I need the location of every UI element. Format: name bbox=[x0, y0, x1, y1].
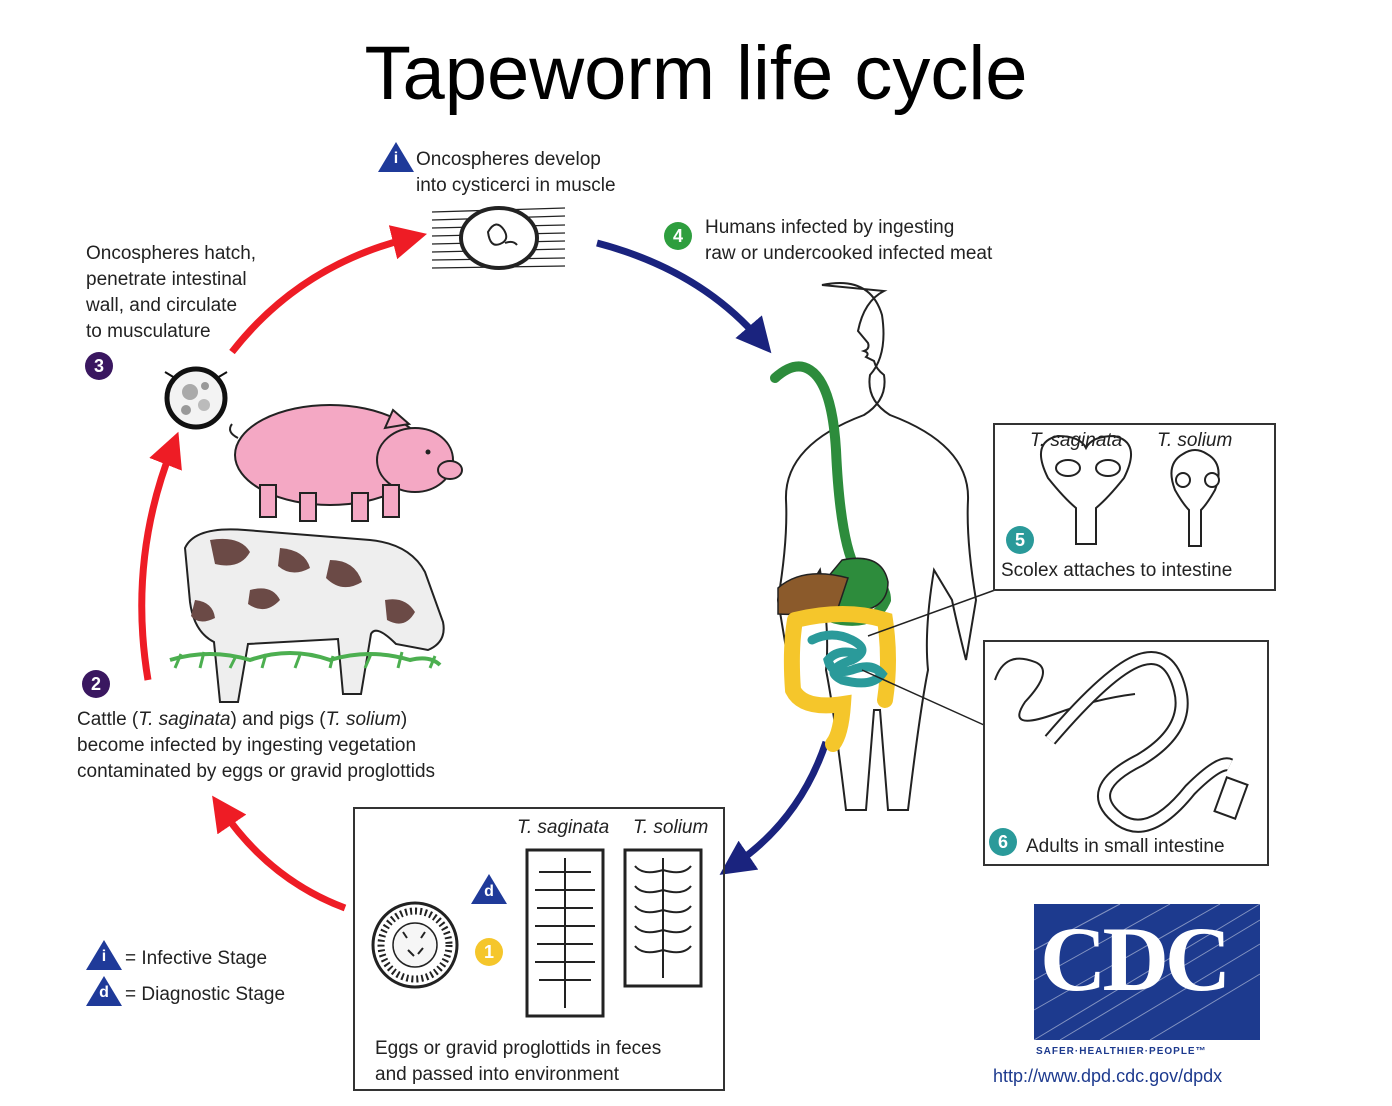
step-5-species-1: T. saginata bbox=[1030, 430, 1123, 451]
step-6-badge: 6 bbox=[989, 828, 1017, 856]
cdc-tagline: SAFER·HEALTHIER·PEOPLE™ bbox=[1036, 1046, 1207, 1057]
step-4-badge: 4 bbox=[664, 222, 692, 250]
oncosphere-illustration bbox=[164, 366, 228, 430]
legend-diagnostic-icon bbox=[86, 976, 122, 1006]
step-1-badge: 1 bbox=[475, 938, 503, 966]
step-5-box bbox=[993, 423, 1276, 591]
legend-infective-letter: i bbox=[101, 948, 107, 965]
arrow-3-to-top bbox=[229, 225, 427, 355]
step-3-badge: 3 bbox=[85, 352, 113, 380]
step-1-label: Eggs or gravid proglottids in feces and … bbox=[375, 1038, 662, 1085]
step-5-label: Scolex attaches to intestine bbox=[1001, 560, 1233, 581]
step-3-label: Oncospheres hatch, penetrate intestinal … bbox=[86, 243, 257, 342]
pig-illustration bbox=[229, 404, 463, 522]
arrow-2-to-3 bbox=[138, 431, 182, 681]
proglottid-drawings bbox=[525, 848, 703, 1018]
human-body-illustration bbox=[770, 282, 996, 811]
diagnostic-stage-icon bbox=[471, 874, 507, 904]
arrow-top-to-4 bbox=[596, 239, 772, 354]
legend-infective-label: = Infective Stage bbox=[125, 948, 268, 969]
legend-infective-icon bbox=[86, 940, 122, 970]
cdc-logo bbox=[1033, 903, 1261, 1041]
legend-diagnostic-letter: d bbox=[99, 984, 109, 1001]
step-1-box bbox=[353, 807, 725, 1091]
scolex-drawings bbox=[1039, 434, 1220, 547]
arrow-1-to-2 bbox=[212, 795, 347, 912]
cdc-url-link[interactable]: http://www.dpd.cdc.gov/dpdx bbox=[993, 1066, 1223, 1086]
step-6-label: Adults in small intestine bbox=[1026, 836, 1225, 857]
step-1-species-1: T. saginata bbox=[517, 817, 610, 838]
infective-stage-icon bbox=[378, 142, 414, 172]
step-6-box bbox=[983, 640, 1269, 866]
step-2-label: Cattle (T. saginata) and pigs (T. solium… bbox=[77, 709, 436, 782]
arrow-6-to-1 bbox=[719, 740, 830, 875]
step-1-species-2: T. solium bbox=[633, 817, 709, 838]
step-4-label: Humans infected by ingesting raw or unde… bbox=[705, 217, 993, 264]
step-5-badge: 5 bbox=[1006, 526, 1034, 554]
cdc-logo-letters: CDC bbox=[1040, 908, 1231, 1010]
cow-illustration bbox=[169, 528, 445, 703]
muscle-cysticercus-illustration bbox=[431, 206, 566, 270]
infective-stage-letter: i bbox=[393, 150, 399, 167]
adult-worm-drawings bbox=[994, 651, 1249, 833]
step-5-species-2: T. solium bbox=[1157, 430, 1233, 451]
egg-illustration bbox=[371, 901, 459, 989]
legend-diagnostic-label: = Diagnostic Stage bbox=[125, 984, 286, 1005]
page-title: Tapeworm life cycle bbox=[364, 31, 1028, 116]
diagnostic-stage-letter: d bbox=[484, 883, 494, 900]
step-top-label: Oncospheres develop into cysticerci in m… bbox=[416, 149, 616, 196]
step-2-badge: 2 bbox=[82, 670, 110, 698]
